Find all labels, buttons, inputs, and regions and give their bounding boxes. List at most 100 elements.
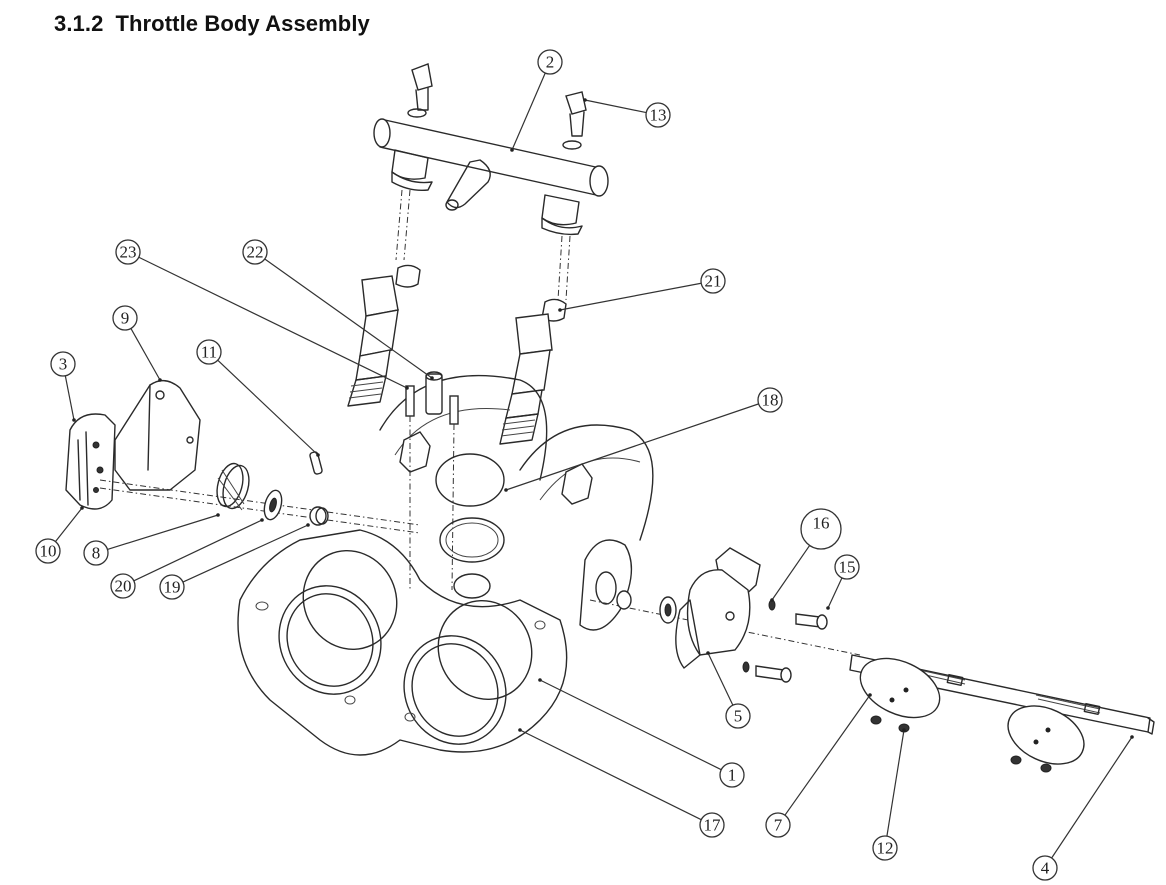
- leader-line: [130, 328, 161, 381]
- pin-part: [309, 451, 323, 475]
- callout-throttle-body: 1: [538, 678, 745, 788]
- fuel-rail-part: [373, 63, 609, 301]
- callout-bubble: [834, 554, 860, 580]
- callout-bubble: [765, 812, 791, 838]
- callout-bubble: [242, 239, 268, 265]
- callout-number: 13: [650, 106, 667, 125]
- leader-arrowhead: [216, 513, 220, 517]
- callout-bubble: [872, 835, 898, 861]
- leader-arrowhead: [306, 523, 310, 527]
- leader-line: [505, 403, 759, 491]
- leader-arrowhead: [430, 376, 434, 380]
- idle-actuator-housing-part: [114, 380, 201, 491]
- callout-seal: 20: [110, 518, 264, 599]
- leader-line: [519, 729, 702, 821]
- idle-control-cover-part: [65, 413, 116, 510]
- callout-bubble: [112, 305, 138, 331]
- callout-number: 10: [40, 542, 57, 561]
- callout-bubble: [719, 762, 745, 788]
- throttle-plate-right: [1007, 705, 1085, 773]
- leader-arrowhead: [538, 678, 542, 682]
- callout-number: 5: [734, 707, 743, 726]
- callout-return-spring: 8: [83, 513, 220, 566]
- callout-bubble: [645, 102, 671, 128]
- leader-line: [217, 359, 319, 456]
- callout-idle-actuator-housing: 9: [112, 305, 162, 382]
- leader-line: [182, 524, 309, 583]
- callout-number: 4: [1041, 859, 1050, 878]
- leader-line: [771, 545, 811, 601]
- callout-intake-gasket: 17: [518, 728, 725, 838]
- leader-line: [1051, 736, 1133, 859]
- leader-arrowhead: [583, 98, 587, 102]
- leader-line: [827, 577, 843, 609]
- leader-line: [559, 282, 702, 311]
- callout-number: 1: [728, 766, 737, 785]
- leader-arrowhead: [504, 488, 508, 492]
- throttle-plate-left: [859, 657, 941, 733]
- leader-line: [707, 652, 734, 706]
- leader-arrowhead: [868, 693, 872, 697]
- leader-arrowhead: [72, 418, 76, 422]
- callout-bubble: [50, 351, 76, 377]
- callout-bubble: [196, 339, 222, 365]
- fuel-injector-left: [347, 264, 421, 407]
- leader-line: [539, 679, 722, 771]
- callout-throttle-plate: 7: [765, 693, 872, 838]
- callout-bubble: [725, 703, 751, 729]
- leader-arrowhead: [1130, 735, 1134, 739]
- callout-number: 8: [92, 544, 101, 563]
- callout-fuel-rail-bolt: 13: [583, 98, 671, 128]
- leader-arrowhead: [316, 453, 320, 457]
- leader-line: [107, 514, 219, 551]
- seal-part: [263, 489, 283, 521]
- leader-line: [511, 72, 546, 151]
- callout-number: 23: [120, 243, 137, 262]
- return-spring-part: [216, 462, 250, 511]
- callout-sensor-screw: 15: [826, 554, 860, 610]
- callout-number: 2: [546, 53, 555, 72]
- callout-bubble: [537, 49, 563, 75]
- callout-bubble: [110, 573, 136, 599]
- leader-line: [584, 99, 647, 114]
- callout-number: 12: [877, 839, 894, 858]
- sensor-screws-part: [742, 599, 828, 683]
- leader-line: [64, 375, 75, 421]
- callout-bubble: [800, 508, 842, 550]
- callout-number: 21: [705, 272, 722, 291]
- leader-line: [133, 519, 263, 582]
- bushing-part: [309, 506, 329, 526]
- callout-number: 20: [115, 577, 132, 596]
- callout-bubble: [1032, 855, 1058, 881]
- callout-number: 22: [247, 243, 264, 262]
- leader-arrowhead: [558, 308, 562, 312]
- callout-number: 15: [839, 558, 856, 577]
- callout-fuel-injector: 22: [242, 239, 434, 380]
- leader-arrowhead: [826, 606, 830, 610]
- callout-pin: 11: [196, 339, 320, 457]
- callout-number: 16: [813, 514, 830, 533]
- callout-vacuum-nipple: 23: [115, 239, 409, 390]
- fuel-injector-right: [499, 298, 567, 445]
- leader-line: [138, 256, 408, 389]
- callout-bubble: [83, 540, 109, 566]
- callout-bubble: [115, 239, 141, 265]
- callout-number: 11: [201, 343, 217, 362]
- leader-arrowhead: [706, 651, 710, 655]
- callout-throttle-position-sensor: 5: [706, 651, 751, 729]
- shaft-bushing-part: [616, 590, 677, 624]
- callout-bubble: [700, 268, 726, 294]
- leader-line: [784, 694, 871, 816]
- callout-bushing: 19: [159, 523, 310, 600]
- leader-arrowhead: [80, 506, 84, 510]
- callout-number: 9: [121, 309, 130, 328]
- callout-throttle-plate-screw: 12: [872, 728, 906, 861]
- throttle-position-sensor-part: [675, 547, 761, 669]
- callout-idle-control-cover: 3: [50, 351, 76, 422]
- callout-bubble: [159, 574, 185, 600]
- leader-arrowhead: [902, 728, 906, 732]
- callout-sensor-washer: 16: [770, 508, 842, 602]
